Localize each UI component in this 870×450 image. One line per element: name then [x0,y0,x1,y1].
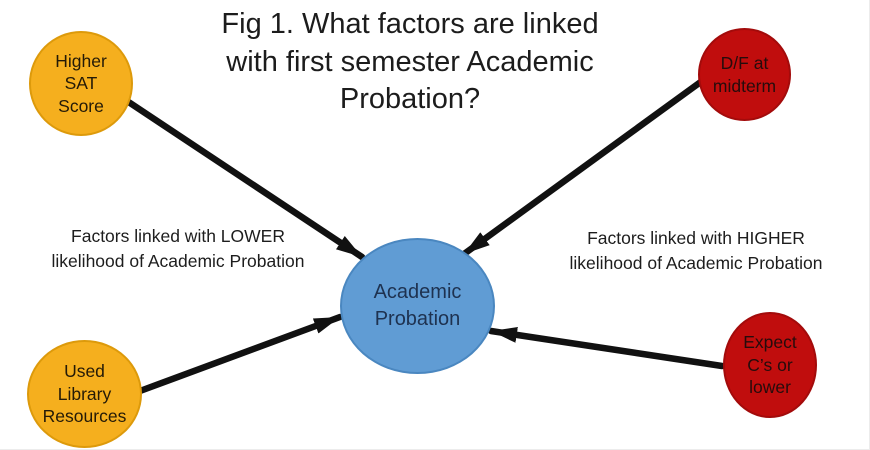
node-label: Expect C’s or lower [743,332,797,398]
arrow-df-midterm-to-probation [460,77,706,258]
figure-title: Fig 1. What factors are linked with firs… [221,8,599,116]
node-label: Academic Probation [373,281,462,330]
arrow-expect-cs-to-probation [487,326,726,370]
node-label: Higher SAT Score [55,50,107,116]
node-higher-sat-score: Higher SAT Score [29,31,133,136]
node-label: Used Library Resources [42,361,127,427]
node-label: D/F at midterm [712,53,777,96]
arrow-higher-sat-to-probation [123,97,366,261]
annotation-lower-factors: Factors linked with LOWER likelihood of … [51,226,305,272]
annotation-higher-factors: Factors linked with HIGHER likelihood of… [569,228,823,274]
node-academic-probation: Academic Probation [340,238,495,374]
arrow-used-library-to-probation [136,313,344,395]
node-df-at-midterm: D/F at midterm [698,28,791,121]
node-expect-cs-or-lower: Expect C’s or lower [723,312,817,418]
node-used-library-resources: Used Library Resources [27,340,142,448]
